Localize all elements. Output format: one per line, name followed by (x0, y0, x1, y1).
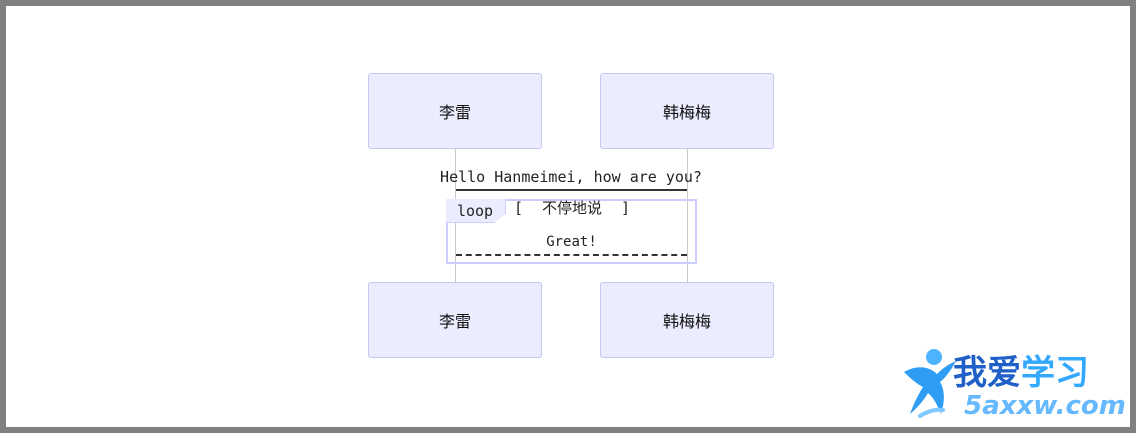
loop-condition: [ 不停地说 ] (514, 198, 630, 218)
loop-condition-close-bracket: ] (620, 199, 630, 217)
participant-top-li-lei-label: 李雷 (438, 103, 471, 122)
participant-bottom-han-meimei: 韩梅梅 (600, 282, 774, 358)
loop-condition-text: 不停地说 (541, 199, 602, 217)
participant-bottom-li-lei-label: 李雷 (438, 312, 471, 331)
loop-tag-label: loop (456, 202, 494, 220)
loop-tag (446, 199, 506, 223)
lifeline-han-meimei (687, 149, 688, 282)
watermark-chinese-text: 我爱 学习 (953, 346, 1133, 393)
watermark-chinese-left: 我爱 (953, 352, 1021, 393)
loop-condition-open-bracket: [ (514, 199, 524, 217)
participant-top-han-meimei: 韩梅梅 (600, 73, 774, 149)
message-greeting-label: Hello Hanmeimei, how are you? (440, 168, 702, 186)
watermark-domain: 5axxw.com (964, 391, 1126, 421)
message-reply-label: Great! (546, 234, 597, 250)
watermark-runner-icon (904, 349, 956, 418)
participant-top-han-meimei-label: 韩梅梅 (662, 103, 711, 122)
participant-top-li-lei: 李雷 (368, 73, 542, 149)
message-reply-arrow (456, 254, 687, 256)
message-greeting-arrow (456, 189, 687, 191)
participant-bottom-li-lei: 李雷 (368, 282, 542, 358)
participant-bottom-han-meimei-label: 韩梅梅 (662, 312, 711, 331)
watermark-chinese-right: 学习 (1021, 352, 1089, 393)
loop-frame (446, 199, 697, 264)
